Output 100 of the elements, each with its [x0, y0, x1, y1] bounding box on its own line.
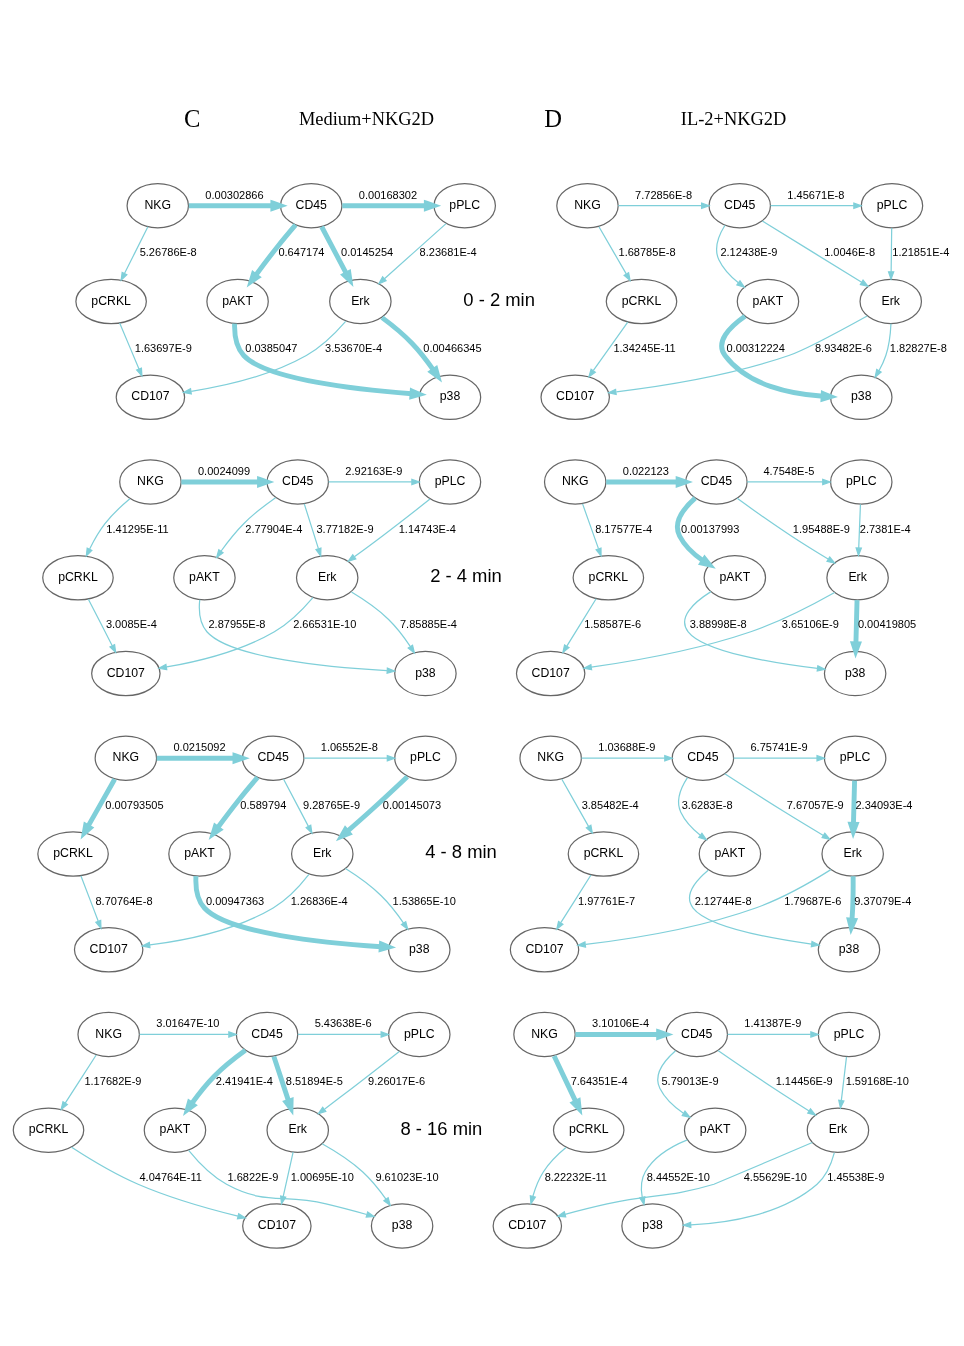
- node-ellipse: CD45: [671, 735, 735, 781]
- edge-label: 4.55629E-10: [743, 1170, 807, 1183]
- node-ellipse: NKG: [519, 735, 582, 781]
- label: 4 - 8 min: [425, 840, 497, 862]
- arrow: [582, 591, 836, 671]
- arrow: [335, 774, 409, 841]
- label: D: [544, 104, 562, 132]
- edge-label: 3.65106E-9: [781, 617, 839, 630]
- arrow: [678, 776, 708, 841]
- node-ellipse: p38: [394, 650, 457, 696]
- arrow: [120, 225, 149, 282]
- edge-label: 1.6822E-9: [227, 1170, 279, 1183]
- edge-label: 1.06552E-8: [320, 740, 378, 753]
- edge-label: 5.26786E-8: [139, 245, 197, 258]
- edge-label: 8.70764E-8: [95, 894, 153, 907]
- label: IL-2+NKG2D: [680, 108, 787, 129]
- edge-label: 0.647174: [278, 245, 325, 258]
- edge-label: 9.37079E-4: [854, 894, 912, 907]
- node-ellipse: p38: [817, 926, 881, 972]
- edge-label: 1.14456E-9: [775, 1074, 833, 1087]
- arrow: [188, 199, 288, 212]
- arrow: [297, 1030, 391, 1038]
- node-ellipse: CD107: [242, 1202, 312, 1249]
- edge-label: 0.0024099: [198, 464, 251, 477]
- edge-label: 0.589794: [240, 798, 287, 811]
- edge-label: 8.17577E-4: [595, 522, 653, 535]
- label: 2 - 4 min: [430, 564, 502, 586]
- arrow: [581, 502, 602, 558]
- edge-label: 5.79013E-9: [661, 1074, 719, 1087]
- edge-label: 2.77904E-4: [245, 522, 303, 535]
- arrow: [380, 315, 442, 383]
- arrow: [193, 875, 397, 953]
- node-ellipse: pCRKL: [567, 830, 640, 877]
- edge-label: 2.12438E-9: [720, 245, 778, 258]
- arrow: [846, 875, 859, 935]
- edge-label: 3.10106E-4: [592, 1016, 650, 1029]
- edge-label: 7.67057E-9: [786, 798, 844, 811]
- node-ellipse: p38: [370, 1202, 434, 1249]
- arrow: [587, 320, 629, 378]
- arrow: [198, 598, 397, 674]
- edge-label: 4.04764E-11: [139, 1170, 202, 1183]
- edge-label: 8.22232E-11: [544, 1170, 607, 1183]
- node-ellipse: CD107: [115, 374, 186, 420]
- edge-label: 0.00466345: [423, 341, 482, 354]
- arrow: [80, 777, 117, 839]
- edge-label: 3.6283E-8: [681, 798, 733, 811]
- arrow: [303, 502, 322, 558]
- edge-label: 1.68785E-8: [618, 245, 676, 258]
- edge-label: 0.0145254: [341, 245, 394, 258]
- arrow: [80, 874, 102, 930]
- edge-label: 0.022123: [622, 464, 669, 477]
- node-ellipse: pPLC: [860, 182, 924, 228]
- node-ellipse: CD107: [540, 374, 610, 420]
- arrow: [316, 1050, 400, 1115]
- arrow: [769, 201, 864, 209]
- edge-label: 2.66531E-10: [293, 617, 357, 630]
- arrow: [561, 597, 597, 654]
- edge-label: 7.85885E-4: [399, 617, 458, 630]
- edge-label: 7.72856E-8: [635, 188, 693, 201]
- edge-label: 1.03688E-9: [598, 740, 656, 753]
- edge-label: 1.26836E-4: [290, 894, 348, 907]
- arrow: [71, 1146, 248, 1219]
- arrow: [657, 1049, 692, 1118]
- node-ellipse: CD45: [235, 1011, 299, 1057]
- edge-label: 8.44552E-10: [646, 1170, 710, 1183]
- node-ellipse: CD107: [509, 926, 580, 972]
- edge-label: 7.64351E-4: [570, 1074, 628, 1087]
- node-ellipse: pCRKL: [75, 278, 147, 324]
- arrow: [874, 322, 892, 379]
- edge-label: 1.53865E-10: [392, 894, 456, 907]
- node-ellipse: pPLC: [418, 458, 482, 505]
- arrow: [156, 751, 250, 764]
- arrow: [271, 1055, 294, 1115]
- edge-label: 3.0085E-4: [105, 617, 157, 630]
- edge-label: 9.28765E-9: [302, 798, 361, 811]
- arrow: [576, 868, 832, 948]
- arrow: [719, 313, 838, 402]
- arrow: [580, 754, 674, 762]
- edge-label: 8.23681E-4: [419, 245, 477, 258]
- node-ellipse: CD45: [685, 458, 748, 505]
- edge-label: 0.00793505: [105, 798, 164, 811]
- edge-label: 0.00137993: [681, 522, 740, 535]
- node-ellipse: p38: [829, 374, 893, 420]
- edge-label: 4.7548E-5: [763, 464, 815, 477]
- arrow: [617, 201, 711, 209]
- edge-label: 8.93482E-6: [814, 341, 872, 354]
- node-ellipse: p38: [621, 1202, 684, 1249]
- edge-label: 1.95488E-9: [792, 522, 850, 535]
- arrow: [855, 503, 863, 557]
- node-ellipse: NKG: [119, 458, 182, 505]
- edge-label: 1.59168E-10: [845, 1074, 909, 1087]
- arrow: [561, 778, 594, 835]
- arrow: [555, 873, 592, 931]
- node-ellipse: pAKT: [168, 830, 231, 877]
- arrow: [551, 1054, 583, 1115]
- edge-label: 0.0385047: [245, 341, 298, 354]
- edge-label: 8.51894E-5: [285, 1074, 343, 1087]
- arrow: [529, 1146, 567, 1205]
- node-ellipse: CD45: [279, 182, 343, 228]
- edge-label: 3.85482E-4: [581, 798, 639, 811]
